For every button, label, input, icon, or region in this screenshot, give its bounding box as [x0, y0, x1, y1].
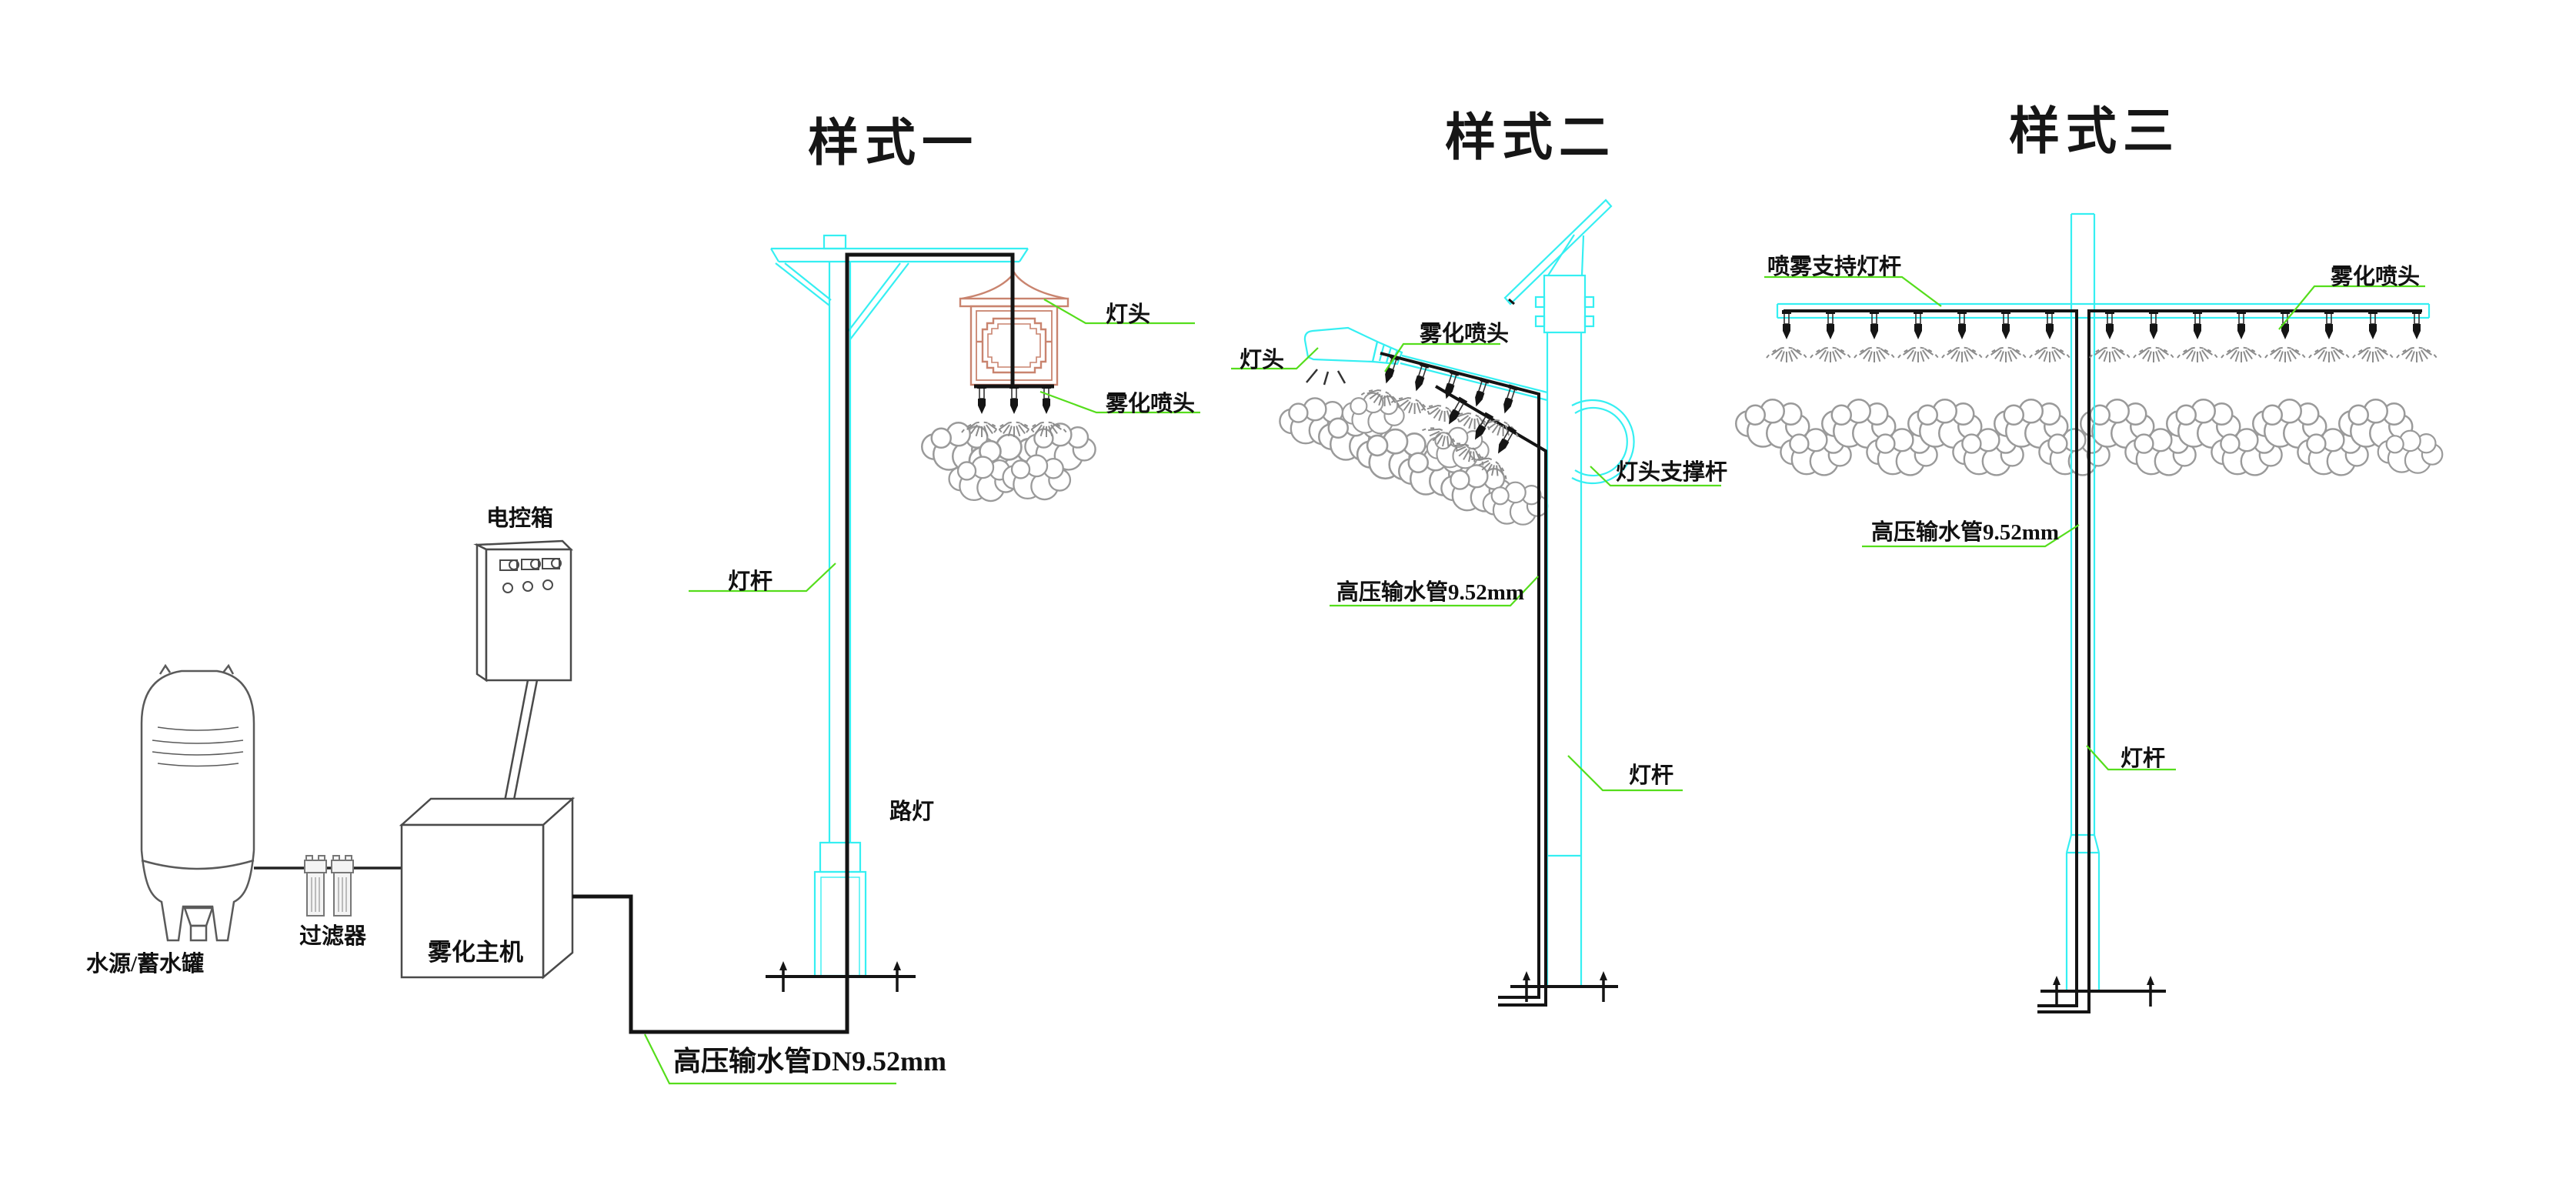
style2-pipe-label: 高压输水管9.52mm: [1336, 580, 1525, 605]
ground-anchors: [778, 960, 2156, 1008]
style2-lamp-head-label: 灯头: [1240, 348, 1285, 372]
style2-nozzle-label: 雾化喷头: [1420, 322, 1510, 346]
style1-nozzle-label: 雾化喷头: [1106, 392, 1196, 416]
water-tank: [140, 663, 255, 942]
style1-street-lamp-label: 路灯: [889, 800, 935, 824]
style1-lamp-head-label: 灯头: [1106, 302, 1151, 327]
style2-lamp-rays: [1306, 369, 1346, 386]
style2-support-ring-label: 灯头支撑杆: [1616, 460, 1728, 485]
style2-pole-label: 灯杆: [1629, 763, 1674, 788]
style2-title: 样式二: [1445, 109, 1616, 165]
style1-pole-label: 灯杆: [728, 569, 773, 594]
style3-nozzle-label: 雾化喷头: [2331, 265, 2421, 289]
style3-support-pole-label: 喷雾支持灯杆: [1767, 255, 1902, 279]
mist-host-box: [399, 796, 576, 980]
style3-title: 样式三: [2009, 102, 2180, 159]
mist-host-label: 雾化主机: [428, 939, 523, 966]
style3-pole-arm: [1776, 212, 2431, 991]
filter-label: 过滤器: [299, 924, 367, 949]
style3-pole-label: 灯杆: [2121, 746, 2166, 771]
water-tank-label: 水源/蓄水罐: [86, 952, 205, 977]
style1-lamp-pole: [770, 234, 1029, 977]
filter-icons: [254, 855, 403, 917]
control-box-label: 电控箱: [486, 506, 554, 531]
style3-pipe-label: 高压输水管9.52mm: [1871, 520, 2060, 545]
style1-title: 样式一: [808, 114, 979, 171]
supply-pipe-label: 高压输水管DN9.52mm: [673, 1046, 946, 1077]
control-box: [473, 539, 574, 818]
leader-lines: [644, 275, 2425, 1085]
